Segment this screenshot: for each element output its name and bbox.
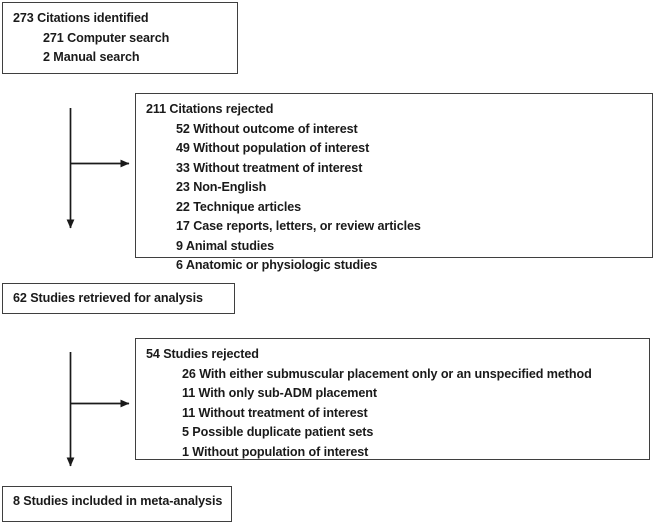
box-header: 8 Studies included in meta-analysis bbox=[13, 494, 223, 508]
box-item: 1 Without population of interest bbox=[182, 444, 369, 459]
box-item: 271 Computer search bbox=[43, 30, 170, 45]
box-item: 17 Case reports, letters, or review arti… bbox=[176, 219, 421, 233]
box-item: 6 Anatomic or physiologic studies bbox=[176, 258, 378, 272]
box-item: 49 Without population of interest bbox=[176, 141, 370, 155]
box-item: 11 With only sub-ADM placement bbox=[182, 386, 377, 400]
box-studies-retrieved: 62 Studies retrieved for analysis bbox=[2, 283, 235, 314]
box-header: 211 Citations rejected bbox=[146, 102, 274, 116]
box-citations-identified: 273 Citations identified 271 Computer se… bbox=[2, 2, 238, 74]
connector-identified-branch bbox=[66, 108, 130, 229]
box-citations-rejected: 211 Citations rejected 52 Without outcom… bbox=[135, 93, 653, 272]
box-item: 33 Without treatment of interest bbox=[176, 160, 363, 175]
box-studies-rejected: 54 Studies rejected 26 With either submu… bbox=[135, 338, 650, 460]
box-header: 273 Citations identified bbox=[13, 11, 149, 25]
box-header: 54 Studies rejected bbox=[146, 347, 259, 361]
box-item: 22 Technique articles bbox=[176, 199, 302, 214]
box-item: 23 Non-English bbox=[176, 180, 267, 194]
box-item: 26 With either submuscular placement onl… bbox=[182, 366, 592, 381]
box-item: 52 Without outcome of interest bbox=[176, 121, 358, 136]
box-item: 11 Without treatment of interest bbox=[182, 405, 368, 420]
box-studies-included: 8 Studies included in meta-analysis bbox=[2, 486, 232, 522]
box-header: 62 Studies retrieved for analysis bbox=[13, 291, 203, 305]
connector-retrieved-branch bbox=[66, 352, 130, 467]
box-item: 9 Animal studies bbox=[176, 238, 275, 253]
box-item: 2 Manual search bbox=[43, 50, 140, 64]
box-item: 5 Possible duplicate patient sets bbox=[182, 425, 374, 439]
